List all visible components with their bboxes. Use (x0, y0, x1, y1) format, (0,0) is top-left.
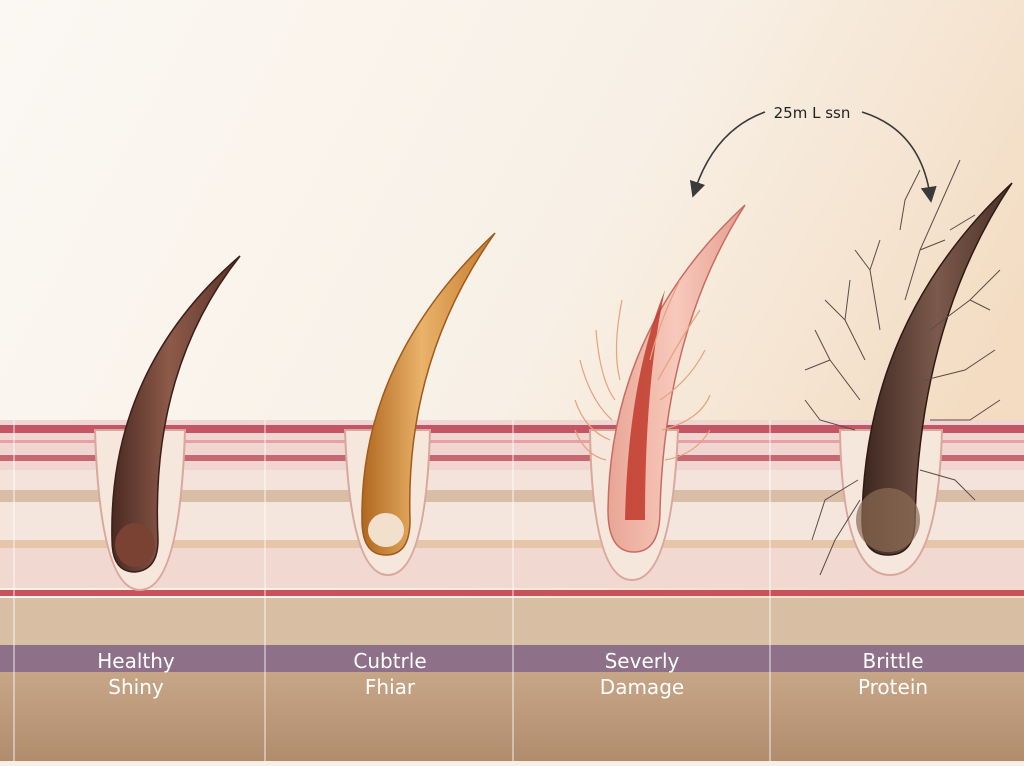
label-panel-3-line1: Severly (605, 649, 680, 673)
hair-brittle (804, 159, 1013, 576)
panel-separators (13, 420, 771, 761)
brittle-branches (804, 159, 1001, 576)
label-panel-1-line1: Healthy (97, 649, 175, 673)
label-panel-4-line1: Brittle (862, 649, 923, 673)
label-panel-1-line2: Shiny (108, 675, 164, 699)
hair-healthy (111, 255, 241, 573)
frayed-fibers (574, 279, 711, 461)
panel-labels: Healthy Shiny Cubtrle Fhiar Severly Dama… (97, 649, 928, 699)
measurement-label: 25m L ssn (774, 104, 851, 122)
hair-cuticle (361, 232, 496, 556)
measurement-annotation: 25m L ssn (689, 104, 937, 203)
label-panel-3-line2: Damage (600, 675, 684, 699)
hair-damaged (574, 204, 746, 553)
label-panel-4-line2: Protein (858, 675, 928, 699)
label-panel-2-line1: Cubtrle (353, 649, 426, 673)
label-panel-2-line2: Fhiar (365, 675, 416, 699)
